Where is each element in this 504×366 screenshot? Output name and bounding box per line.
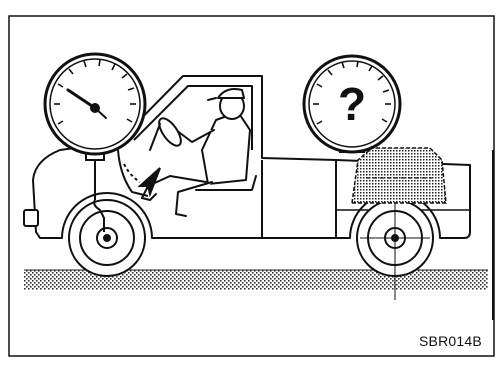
figure-code-label: SBR014B <box>419 333 482 349</box>
front-bumper <box>24 210 38 226</box>
front-wheel <box>69 200 145 276</box>
cargo-load-icon <box>352 148 446 203</box>
gauge-question-mark: ? <box>338 78 366 130</box>
question-gauge-icon: ? <box>304 56 400 152</box>
